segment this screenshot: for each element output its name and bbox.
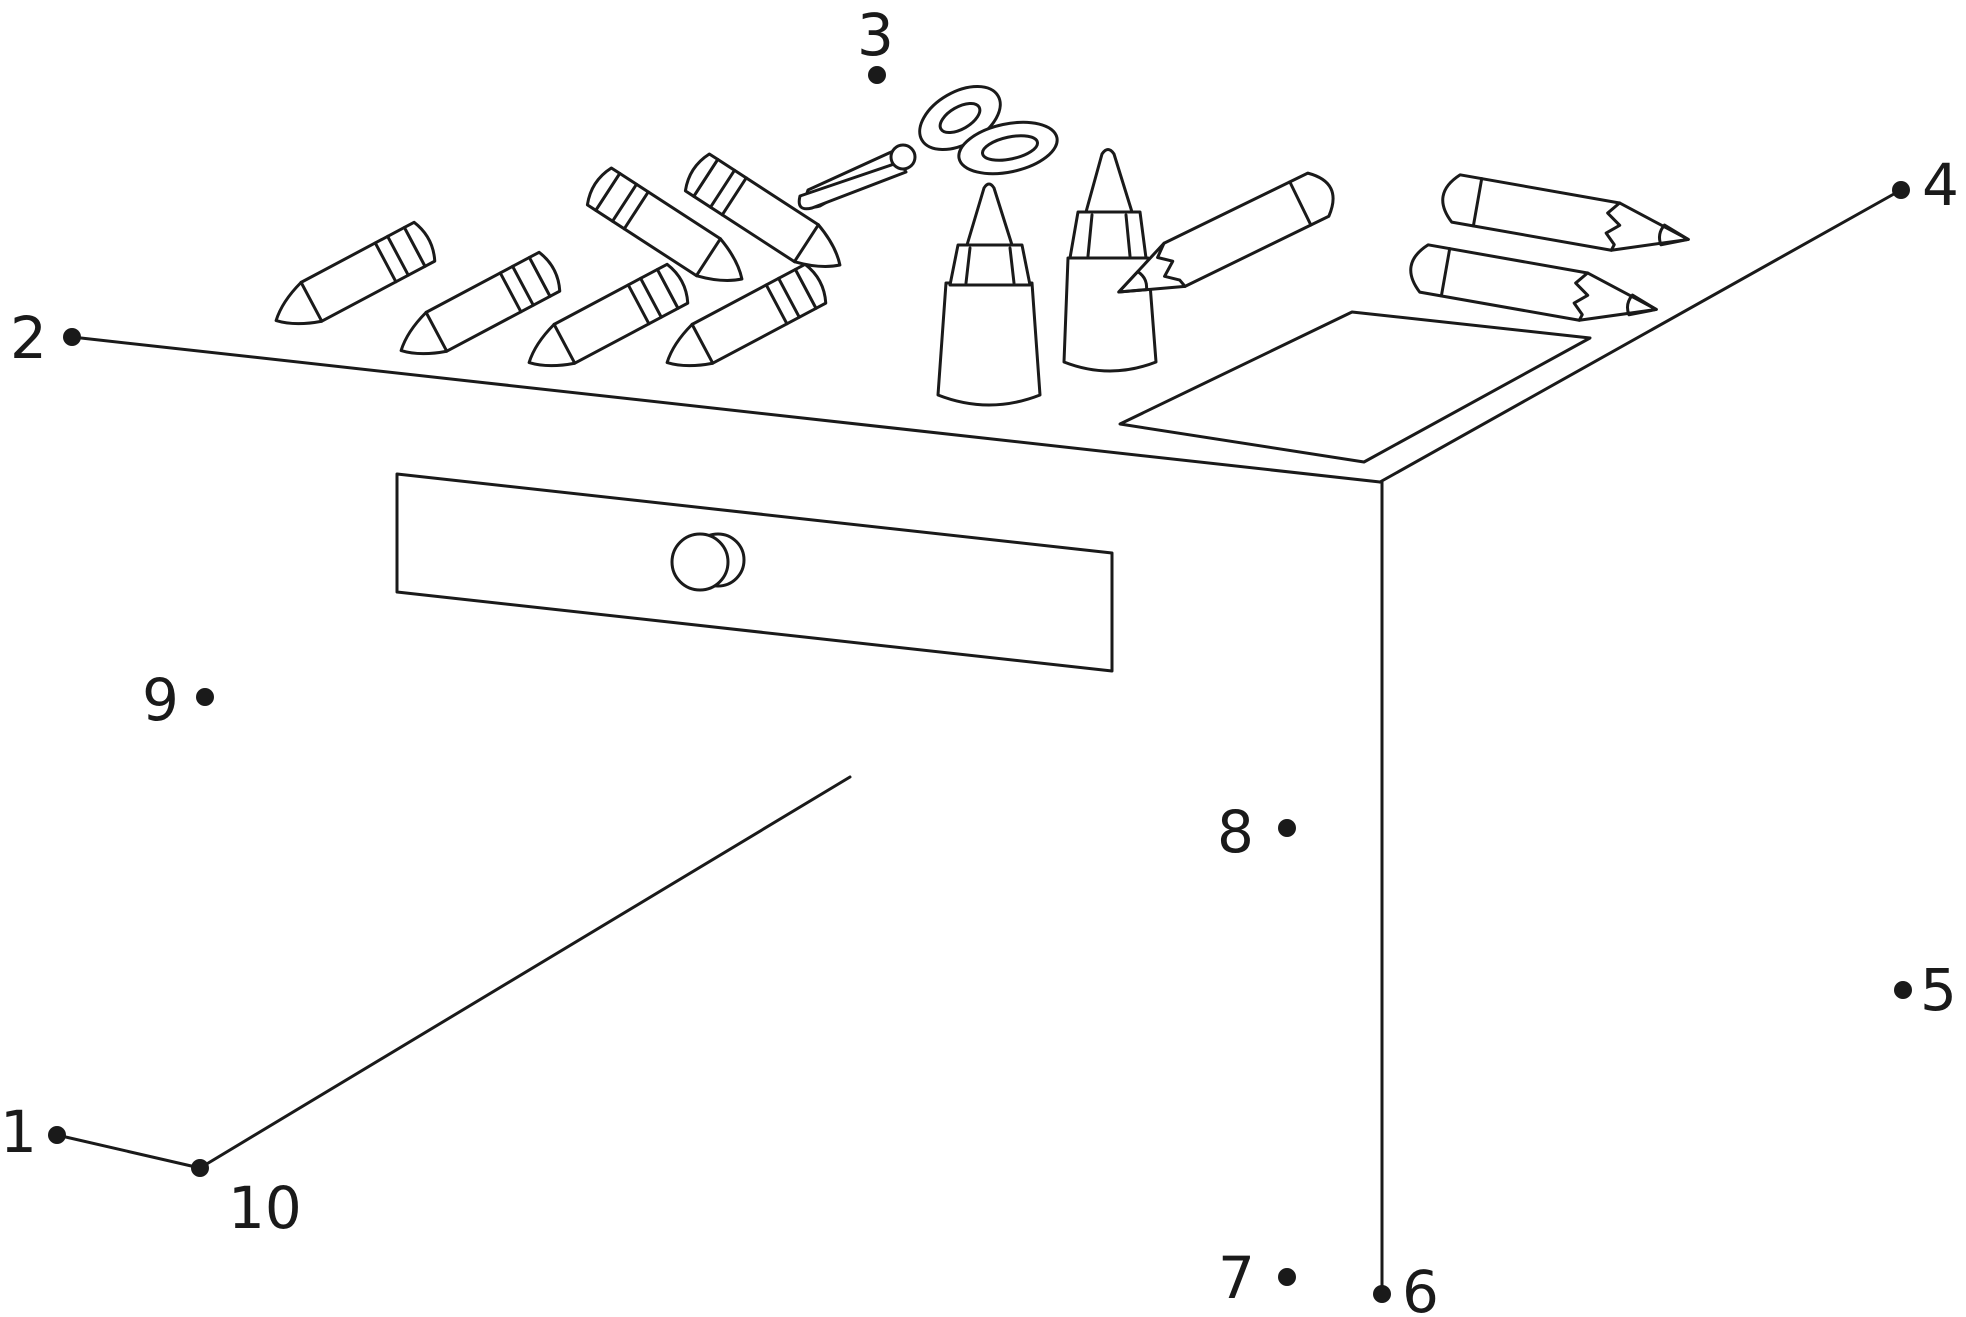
- scissors: [797, 85, 1059, 211]
- crayon: [585, 166, 744, 282]
- dot-7[interactable]: 7: [1218, 1244, 1296, 1312]
- crayon: [399, 250, 562, 356]
- dot-2[interactable]: 2: [10, 304, 81, 372]
- glue-bottle: [936, 182, 1042, 407]
- colored-pencil: [1441, 173, 1690, 252]
- dot-label: 4: [1922, 151, 1959, 219]
- crayon: [527, 262, 690, 368]
- dot-label: 9: [142, 666, 179, 734]
- desk-drawer: [395, 472, 1114, 673]
- dot-label: 2: [10, 304, 47, 372]
- crayon: [665, 262, 828, 368]
- dot-label: 5: [1920, 956, 1957, 1024]
- desk-top-right-edge: [1378, 188, 1903, 484]
- dot-9[interactable]: 9: [142, 666, 214, 734]
- colored-pencil: [1117, 171, 1335, 294]
- dot-6[interactable]: 6: [1373, 1258, 1439, 1317]
- dot-label: 6: [1402, 1258, 1439, 1317]
- dot-label: 8: [1217, 798, 1254, 866]
- dot-label: 3: [857, 1, 894, 69]
- dot-label: 1: [0, 1098, 37, 1166]
- dot-10[interactable]: 10: [191, 1159, 302, 1242]
- dot-5[interactable]: 5: [1894, 956, 1957, 1024]
- dot-4[interactable]: 4: [1892, 151, 1959, 219]
- glue-bottle: [1062, 148, 1158, 373]
- crayon: [274, 220, 437, 326]
- desk-top-front-edge: [70, 335, 1382, 484]
- desk-underside-edge: [198, 775, 852, 1170]
- dot-8[interactable]: 8: [1217, 798, 1296, 866]
- drawer-knob: [670, 532, 746, 592]
- drawer-front: [395, 472, 1114, 673]
- dot-label: 7: [1218, 1244, 1255, 1312]
- colored-pencil: [1409, 243, 1658, 322]
- dot-3[interactable]: 3: [857, 1, 894, 84]
- desk-outline: [55, 188, 1903, 1296]
- desk-base-left-edge: [55, 1133, 202, 1170]
- crayon: [683, 152, 842, 268]
- paper-sheet: [1118, 310, 1592, 464]
- dot-label: 10: [228, 1174, 302, 1242]
- dot-1[interactable]: 1: [0, 1098, 66, 1166]
